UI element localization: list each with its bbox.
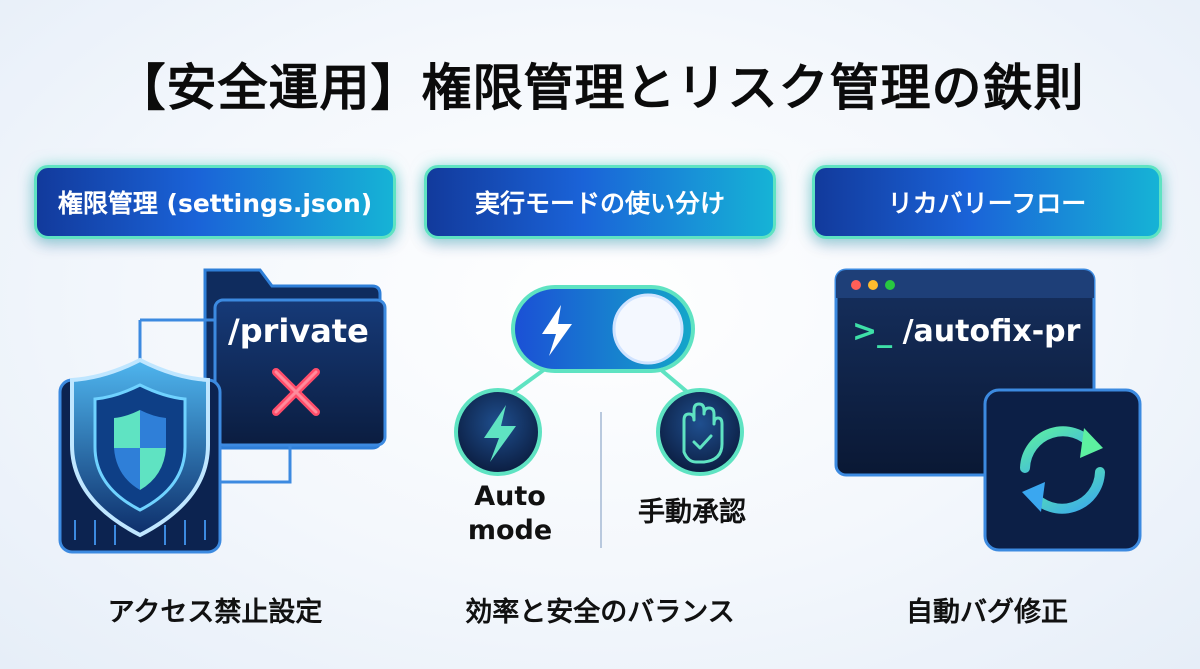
close-icon bbox=[272, 368, 320, 416]
autofix-command: /autofix-pr bbox=[902, 314, 1081, 349]
hand-check-icon bbox=[656, 388, 744, 476]
refresh-icon bbox=[983, 388, 1142, 552]
terminal-prompt: >_ bbox=[852, 314, 893, 349]
recovery-flow-header: リカバリーフロー bbox=[812, 165, 1162, 239]
toggle-switch-icon bbox=[511, 285, 695, 373]
auto-bugfix-caption: 自動バグ修正 bbox=[906, 597, 1068, 628]
execution-mode-header: 実行モードの使い分け bbox=[424, 165, 776, 239]
lightning-icon bbox=[454, 388, 542, 476]
terminal-command: >_ /autofix-pr bbox=[852, 314, 1092, 349]
balance-caption: 効率と安全のバランス bbox=[465, 597, 735, 628]
auto-mode-label: Auto mode bbox=[467, 481, 553, 546]
private-folder-label: /private bbox=[228, 312, 369, 350]
folder-icon bbox=[138, 268, 387, 484]
permission-management-header: 権限管理 (settings.json) bbox=[34, 165, 396, 239]
page-title: 【安全運用】権限管理とリスク管理の鉄則 bbox=[115, 59, 1085, 117]
access-restriction-caption: アクセス禁止設定 bbox=[107, 597, 323, 628]
manual-approval-label: 手動承認 bbox=[638, 497, 746, 528]
shield-icon bbox=[58, 357, 222, 554]
